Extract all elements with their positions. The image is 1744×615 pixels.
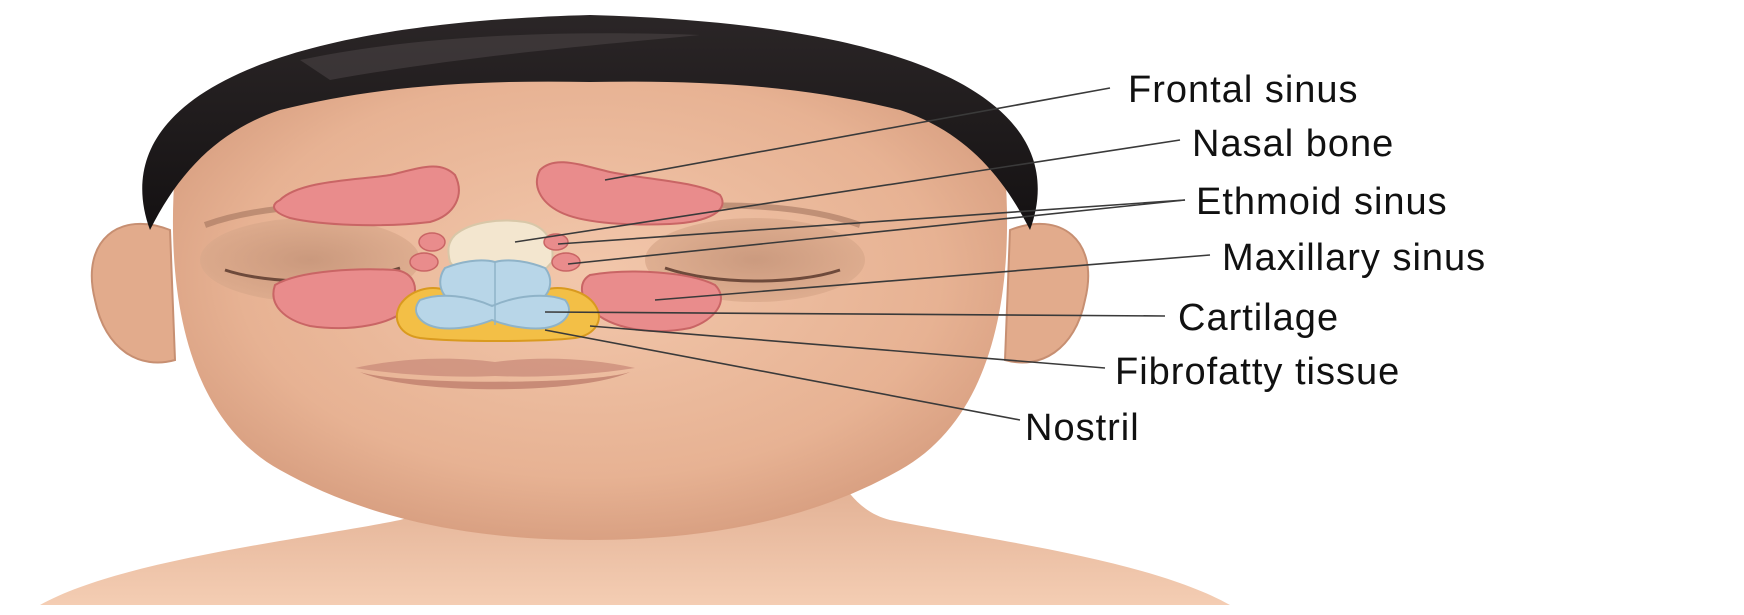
label-nostril: Nostril	[1025, 407, 1140, 449]
label-ethmoid-sinus: Ethmoid sinus	[1196, 181, 1448, 223]
label-maxillary-sinus: Maxillary sinus	[1222, 237, 1486, 279]
right-ear	[1005, 224, 1088, 363]
left-ethmoid-sinus-upper	[419, 233, 445, 251]
right-ethmoid-sinus-lower	[552, 253, 580, 271]
label-nasal-bone: Nasal bone	[1192, 123, 1394, 165]
label-frontal-sinus: Frontal sinus	[1128, 69, 1359, 111]
left-ear	[92, 224, 175, 363]
label-cartilage: Cartilage	[1178, 297, 1339, 339]
label-fibrofatty-tissue: Fibrofatty tissue	[1115, 351, 1400, 393]
left-ethmoid-sinus-lower	[410, 253, 438, 271]
